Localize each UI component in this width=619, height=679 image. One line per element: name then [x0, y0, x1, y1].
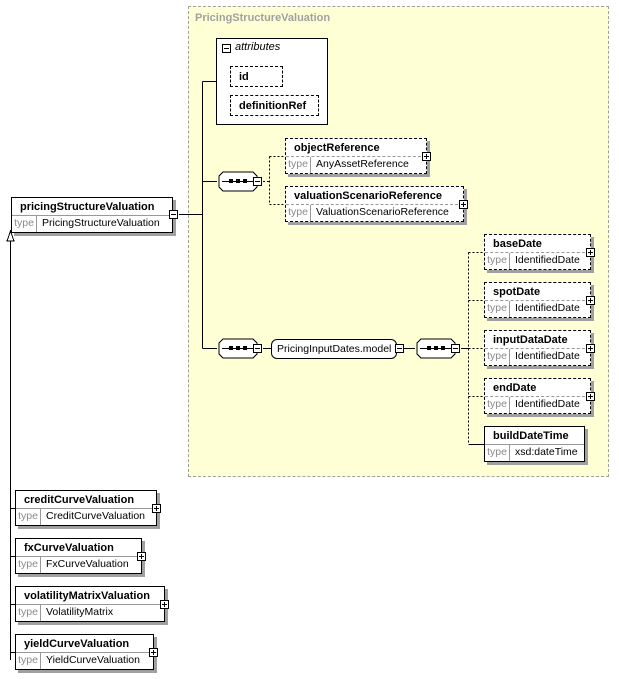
element-name: yieldCurveValuation — [24, 638, 130, 650]
type-value: YieldCurveValuation — [46, 654, 140, 666]
element-volatilitymatrixvaluation[interactable]: volatilityMatrixValuation type Volatilit… — [15, 586, 165, 622]
expand-inputdatadate-button[interactable] — [586, 344, 595, 353]
attribute-id[interactable]: id — [230, 66, 283, 87]
element-name: pricingStructureValuation — [20, 201, 155, 213]
type-value: PricingStructureValuation — [42, 217, 160, 229]
element-name: fxCurveValuation — [24, 542, 114, 554]
type-keyword: type — [485, 397, 510, 413]
element-name: creditCurveValuation — [24, 494, 135, 506]
expand-fxcurvevaluation-button[interactable] — [137, 552, 146, 561]
type-value: CreditCurveValuation — [46, 510, 146, 522]
type-value: ValuationScenarioReference — [316, 206, 449, 218]
element-name: volatilityMatrixValuation — [24, 590, 150, 602]
attributes-label: attributes — [235, 41, 281, 53]
type-keyword: type — [16, 557, 41, 573]
attribute-name: definitionRef — [239, 100, 307, 112]
expand-creditcurvevaluation-button[interactable] — [152, 504, 161, 513]
element-creditcurvevaluation[interactable]: creditCurveValuation type CreditCurveVal… — [15, 490, 157, 526]
type-value: IdentifiedDate — [515, 254, 580, 266]
attribute-definitionref[interactable]: definitionRef — [230, 95, 319, 116]
sequence-compositor-3 — [416, 338, 456, 359]
type-keyword: type — [16, 509, 41, 525]
element-fxcurvevaluation[interactable]: fxCurveValuation type FxCurveValuation — [15, 538, 142, 574]
expand-objectreference-button[interactable] — [422, 152, 431, 161]
element-name: baseDate — [493, 238, 542, 250]
type-keyword: type — [485, 301, 510, 317]
collapse-root-button[interactable] — [169, 210, 178, 219]
type-keyword: type — [16, 605, 41, 621]
sequence-compositor-1 — [218, 171, 258, 192]
type-keyword: type — [286, 205, 311, 221]
element-builddatetime[interactable]: buildDateTime type xsd:dateTime — [484, 426, 585, 462]
collapse-sequence-1-button[interactable] — [253, 177, 262, 186]
element-enddate[interactable]: endDate type IdentifiedDate — [484, 378, 591, 414]
expand-basedate-button[interactable] — [586, 248, 595, 257]
type-keyword: type — [286, 157, 311, 173]
element-objectreference[interactable]: objectReference type AnyAssetReference — [285, 138, 427, 174]
type-value: xsd:dateTime — [515, 446, 578, 458]
element-name: spotDate — [493, 286, 541, 298]
element-valuationscenarioreference[interactable]: valuationScenarioReference type Valuatio… — [285, 186, 464, 222]
collapse-attributes-button[interactable] — [222, 44, 231, 53]
element-pricingstructurevaluation[interactable]: pricingStructureValuation type PricingSt… — [11, 197, 173, 233]
type-value: FxCurveValuation — [46, 558, 129, 570]
expand-enddate-button[interactable] — [586, 392, 595, 401]
attributes-box: attributes id definitionRef — [216, 38, 328, 125]
type-keyword: type — [485, 253, 510, 269]
element-basedate[interactable]: baseDate type IdentifiedDate — [484, 234, 591, 270]
expand-valuationscenarioreference-button[interactable] — [459, 200, 468, 209]
expand-spotdate-button[interactable] — [586, 296, 595, 305]
type-keyword: type — [12, 216, 37, 232]
sequence-compositor-2 — [218, 338, 258, 359]
collapse-sequence-3-button[interactable] — [451, 344, 460, 353]
type-value: VolatilityMatrix — [46, 606, 114, 618]
collapse-model-group-button[interactable] — [395, 344, 404, 353]
collapse-sequence-2-button[interactable] — [253, 344, 262, 353]
element-name: valuationScenarioReference — [294, 190, 442, 202]
type-keyword: type — [16, 653, 41, 669]
expand-volatilitymatrixvaluation-button[interactable] — [160, 600, 169, 609]
type-value: IdentifiedDate — [515, 302, 580, 314]
element-inputdatadate[interactable]: inputDataDate type IdentifiedDate — [484, 330, 591, 366]
group-title: PricingStructureValuation — [195, 12, 331, 24]
type-value: AnyAssetReference — [316, 158, 409, 170]
element-name: buildDateTime — [493, 430, 569, 442]
element-name: endDate — [493, 382, 537, 394]
model-group-name: PricingInputDates.model — [277, 343, 392, 355]
element-name: objectReference — [294, 142, 380, 154]
attribute-name: id — [239, 71, 249, 83]
model-group-pricinginputdates[interactable]: PricingInputDates.model — [271, 339, 397, 359]
expand-yieldcurvevaluation-button[interactable] — [149, 648, 158, 657]
type-value: IdentifiedDate — [515, 350, 580, 362]
type-keyword: type — [485, 349, 510, 365]
type-value: IdentifiedDate — [515, 398, 580, 410]
element-spotdate[interactable]: spotDate type IdentifiedDate — [484, 282, 591, 318]
element-name: inputDataDate — [493, 334, 568, 346]
type-keyword: type — [485, 445, 510, 461]
element-yieldcurvevaluation[interactable]: yieldCurveValuation type YieldCurveValua… — [15, 634, 154, 670]
